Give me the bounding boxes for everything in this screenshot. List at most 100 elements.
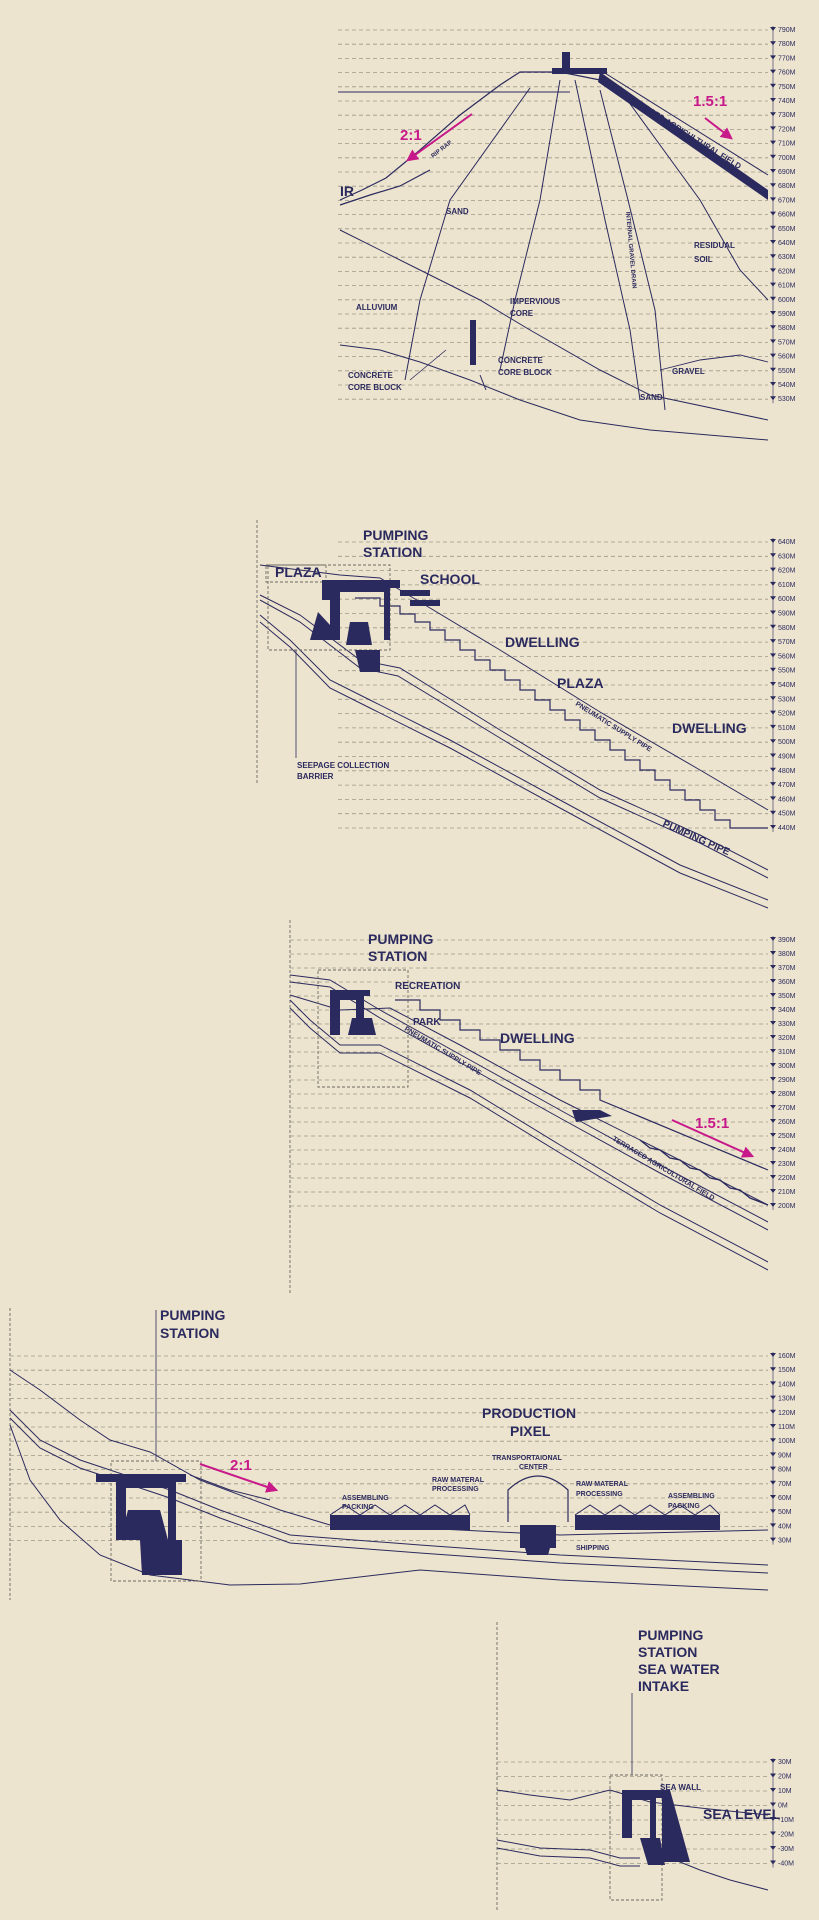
sea-intake-pipe-top (496, 1839, 640, 1859)
middle-pumping-station-label-1: PUMPING (368, 931, 433, 947)
upper-slope-panel: 640M630M620M610M600M590M580M570M560M550M… (256, 520, 796, 909)
elevation-tick-label: 230M (778, 1161, 796, 1168)
alluvium-boundary (339, 229, 769, 421)
assembling-packing-left-label-1: ASSEMBLING (342, 1495, 389, 1502)
upper-elevation-grid (338, 541, 768, 829)
elevation-tick-label: 440M (778, 825, 796, 832)
elevation-tick-label: -20M (778, 1832, 794, 1839)
elevation-tick-label: 260M (778, 1119, 796, 1126)
upper-pneumatic-supply-pipe-top (259, 594, 769, 871)
elevation-tick-label: 690M (778, 169, 796, 176)
impervious-label: IMPERVIOUS (510, 297, 561, 306)
elevation-tick-label: 70M (778, 1481, 792, 1488)
elevation-tick-label: 0M (778, 1803, 788, 1810)
upper-school-terrace (410, 600, 440, 606)
upper-pneumatic-pipe-label: PNEUMATIC SUPPLY PIPE (574, 701, 653, 754)
elevation-tick-label: 720M (778, 126, 796, 133)
elevation-tick-label: 490M (778, 754, 796, 761)
raw-material-processing-left-label-2: PROCESSING (432, 1486, 479, 1493)
upper-dwelling-label-2: DWELLING (672, 720, 747, 736)
elevation-tick-label: 730M (778, 112, 796, 119)
elevation-tick-label: 300M (778, 1063, 796, 1070)
concrete-core-block-label-left-2: CORE BLOCK (348, 383, 402, 392)
elevation-tick-label: 50M (778, 1509, 792, 1516)
upper-ground-line (259, 564, 769, 811)
raw-material-processing-right-label-2: PROCESSING (576, 1491, 623, 1498)
upper-school-label: SCHOOL (420, 571, 480, 587)
elevation-tick-label: 770M (778, 55, 796, 62)
upper-plaza-label: PLAZA (275, 564, 322, 580)
left-sawtooth-roof (329, 1504, 471, 1516)
sea-pumping-station-frame (609, 1774, 663, 1901)
concrete-core-block-label-right-1: CONCRETE (498, 356, 544, 365)
middle-dwelling-platform (572, 1110, 612, 1122)
elevation-tick-label: 700M (778, 155, 796, 162)
elevation-tick-label: 550M (778, 668, 796, 675)
upper-plaza-label-2: PLAZA (557, 675, 604, 691)
elevation-tick-label: 130M (778, 1396, 796, 1403)
transportational-center-label-1: TRANSPORTAIONAL (492, 1455, 563, 1462)
lower-ground-line (339, 344, 769, 441)
elevation-tick-label: 200M (778, 1203, 796, 1210)
lower-elevation-scale: 160M150M140M130M120M110M100M90M80M70M60M… (770, 1352, 796, 1545)
sea-intake-label-2: STATION (638, 1644, 697, 1660)
core-left-boundary (499, 79, 561, 371)
gravel-line (659, 354, 769, 371)
middle-elevation-scale: 390M380M370M360M350M340M330M320M310M300M… (770, 936, 796, 1210)
middle-pneumatic-pipe-label: PNEUMATIC SUPPLY PIPE (403, 1026, 482, 1078)
dam-section-panel: 790M780M770M760M750M740M730M720M710M700M… (338, 26, 796, 441)
soil-label: SOIL (694, 255, 713, 264)
elevation-tick-label: 120M (778, 1410, 796, 1417)
lower-station-stairs (189, 1474, 271, 1501)
elevation-tick-label: 550M (778, 368, 796, 375)
sea-elevation-grid (497, 1761, 768, 1864)
elevation-tick-label: 520M (778, 711, 796, 718)
slope-arrow-right (704, 117, 733, 140)
concrete-core-block-upper (470, 320, 476, 365)
middle-pumping-station-label-2: STATION (368, 948, 427, 964)
assembling-packing-left-label-2: PACKING (342, 1504, 374, 1511)
elevation-tick-label: -30M (778, 1846, 794, 1853)
elevation-tick-label: 740M (778, 98, 796, 105)
sea-wall-label: SEA WALL (660, 1783, 701, 1792)
lower-terrain-line (9, 1424, 769, 1591)
transportational-center-label-2: CENTER (519, 1464, 548, 1471)
sea-bed-line (674, 1859, 769, 1891)
elevation-tick-label: 450M (778, 811, 796, 818)
raw-material-processing-left-label-1: RAW MATERAL (432, 1477, 485, 1484)
production-pixel-label-2: PIXEL (510, 1423, 551, 1439)
upper-pumping-pipe-bottom (259, 621, 769, 909)
elevation-tick-label: 530M (778, 696, 796, 703)
elevation-tick-label: 630M (778, 553, 796, 560)
upper-pumping-pipe-top (259, 614, 769, 901)
middle-recreation-label: RECREATION (395, 981, 460, 992)
internal-drain-line (599, 89, 666, 411)
upper-dwelling-terraces (355, 597, 768, 829)
concrete-core-block-label-right-2: CORE BLOCK (498, 368, 552, 377)
core-label: CORE (510, 309, 534, 318)
terraced-face-top-line (599, 69, 769, 176)
lower-pumping-station-frame (110, 1460, 202, 1582)
assembling-packing-right-building (575, 1515, 720, 1530)
middle-pneumatic-pipe-top (289, 974, 769, 1223)
production-pixel-label-1: PRODUCTION (482, 1405, 576, 1421)
upper-pumping-pipe-label: PUMPING PIPE (661, 819, 732, 859)
assembling-packing-left-building (330, 1515, 470, 1530)
lower-station-sump (140, 1540, 182, 1575)
middle-dwelling-terraces (395, 999, 769, 1171)
elevation-tick-label: 780M (778, 41, 796, 48)
elevation-tick-label: 580M (778, 325, 796, 332)
elevation-tick-label: 10M (778, 1788, 792, 1795)
slope-arrow-left (406, 113, 473, 162)
elevation-tick-label: 670M (778, 197, 796, 204)
lower-slope-ratio-label: 2:1 (230, 1457, 252, 1474)
elevation-tick-label: 290M (778, 1077, 796, 1084)
elevation-tick-label: 790M (778, 27, 796, 34)
elevation-tick-label: 270M (778, 1105, 796, 1112)
upstream-ground-line (339, 169, 431, 206)
upper-pneumatic-supply-pipe-bottom (259, 599, 769, 879)
elevation-tick-label: 210M (778, 1189, 796, 1196)
upper-dwelling-label-1: DWELLING (505, 634, 580, 650)
